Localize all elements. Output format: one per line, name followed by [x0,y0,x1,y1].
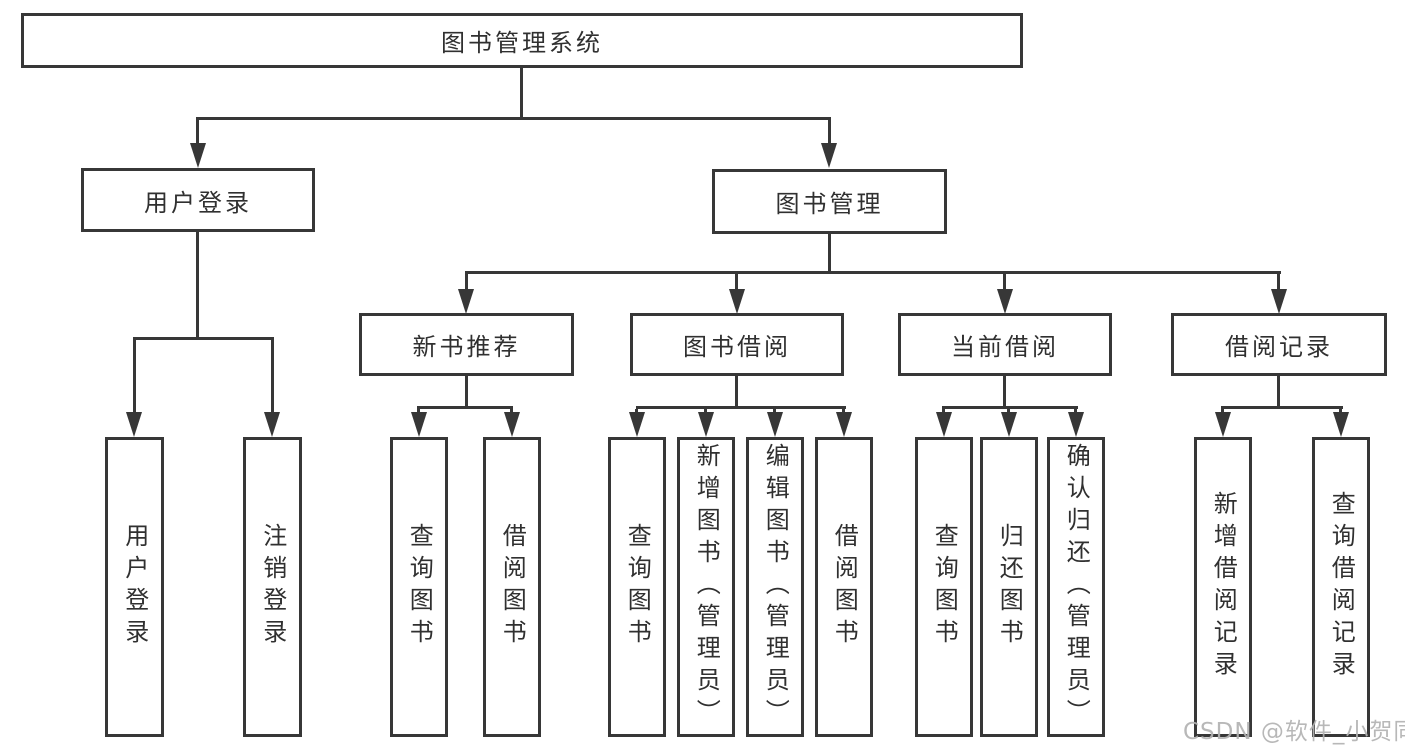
node-user-login-label: 用户登录 [144,188,252,217]
node-book-borrow-label: 图书借阅 [683,333,791,361]
connector-line [636,406,846,409]
leaf-edit-books-admin-label: 编辑图书（管理员） [761,443,790,731]
leaf-confirm-return-admin: 确认归还（管理员） [1047,437,1105,737]
leaf-confirm-return-admin-label: 确认归还（管理员） [1062,443,1091,731]
leaf-logout-label: 注销登录 [258,523,287,651]
connector-line [1074,409,1077,413]
arrowhead-down-icon [126,412,142,437]
leaf-query-books-borrow: 查询图书 [608,437,666,737]
leaf-add-borrow-record: 新增借阅记录 [1194,437,1252,737]
arrowhead-down-icon [458,289,474,314]
leaf-return-books-label: 归还图书 [995,523,1024,651]
leaf-logout: 注销登录 [243,437,302,737]
arrowhead-down-icon [1333,412,1349,437]
arrowhead-down-icon [190,143,206,168]
connector-line [842,409,845,413]
leaf-query-borrow-record-label: 查询借阅记录 [1327,491,1356,683]
arrowhead-down-icon [936,412,952,437]
leaf-borrow-books-recommend: 借阅图书 [483,437,541,737]
leaf-return-books: 归还图书 [980,437,1038,737]
leaf-query-books-recommend-label: 查询图书 [405,523,434,651]
connector-line [417,406,513,409]
arrowhead-down-icon [1215,412,1231,437]
connector-line [1221,406,1343,409]
connector-line [465,376,468,409]
leaf-query-books-borrow-label: 查询图书 [623,523,652,651]
connector-line [828,234,831,273]
connector-line [1277,376,1280,409]
node-book-borrow: 图书借阅 [630,313,844,376]
connector-line [196,232,199,340]
connector-line [828,119,831,144]
arrowhead-down-icon [836,412,852,437]
node-borrow-record-label: 借阅记录 [1225,333,1333,361]
node-root: 图书管理系统 [21,13,1023,68]
connector-line [735,274,738,289]
connector-line [1221,409,1224,413]
node-borrow-record: 借阅记录 [1171,313,1387,376]
node-new-book-recommend: 新书推荐 [359,313,574,376]
connector-line [510,409,513,413]
connector-line [635,409,638,413]
leaf-query-books-current-label: 查询图书 [930,523,959,651]
leaf-edit-books-admin: 编辑图书（管理员） [746,437,804,737]
arrowhead-down-icon [729,289,745,314]
connector-line [133,337,274,340]
leaf-query-borrow-record: 查询借阅记录 [1312,437,1370,737]
connector-line [417,409,420,413]
connector-line [271,340,274,413]
leaf-user-login: 用户登录 [105,437,164,737]
connector-line [704,409,707,413]
connector-line [196,117,831,120]
leaf-query-books-current: 查询图书 [915,437,973,737]
connector-line [1277,274,1280,289]
leaf-borrow-books: 借阅图书 [815,437,873,737]
arrowhead-down-icon [1001,412,1017,437]
node-current-borrow-label: 当前借阅 [951,333,1059,361]
leaf-borrow-books-label: 借阅图书 [830,523,859,651]
leaf-add-books-admin: 新增图书（管理员） [677,437,735,737]
connector-line [133,340,136,413]
arrowhead-down-icon [698,412,714,437]
arrowhead-down-icon [411,412,427,437]
connector-line [1003,376,1006,409]
connector-line [465,274,468,289]
node-book-management-label: 图书管理 [775,190,884,218]
leaf-add-books-admin-label: 新增图书（管理员） [692,443,721,731]
connector-line [196,119,199,144]
leaf-user-login-label: 用户登录 [120,523,149,651]
connector-line [1007,409,1010,413]
arrowhead-down-icon [1271,289,1287,314]
connector-line [942,409,945,413]
arrowhead-down-icon [264,412,280,437]
connector-line [465,271,1281,274]
arrowhead-down-icon [504,412,520,437]
leaf-query-books-recommend: 查询图书 [390,437,448,737]
node-new-book-recommend-label: 新书推荐 [412,333,521,361]
connector-line [1339,409,1342,413]
arrowhead-down-icon [767,412,783,437]
arrowhead-down-icon [821,143,837,168]
connector-line [735,376,738,409]
watermark: CSDN @软件_小贺同学 [1183,719,1405,745]
connector-line [773,409,776,413]
arrowhead-down-icon [629,412,645,437]
connector-line [520,68,523,118]
arrowhead-down-icon [997,289,1013,314]
connector-line [942,406,1078,409]
node-current-borrow: 当前借阅 [898,313,1112,376]
connector-line [1003,274,1006,289]
arrowhead-down-icon [1068,412,1084,437]
node-user-login: 用户登录 [81,168,315,232]
leaf-add-borrow-record-label: 新增借阅记录 [1209,491,1238,683]
node-root-label: 图书管理系统 [441,29,603,57]
leaf-borrow-books-recommend-label: 借阅图书 [498,523,527,651]
node-book-management: 图书管理 [712,169,947,234]
